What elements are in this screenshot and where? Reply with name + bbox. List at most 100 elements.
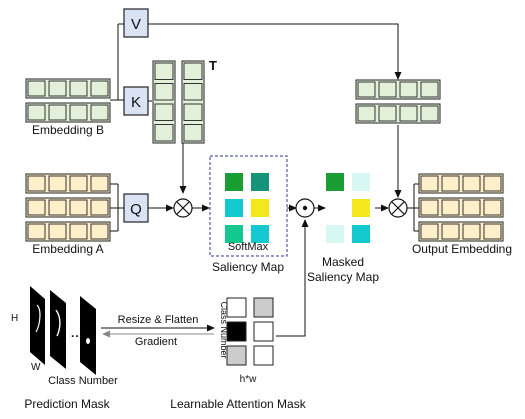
masked-saliency-map-grid	[326, 173, 370, 243]
saliency-cell	[225, 225, 243, 243]
transpose-label: T	[209, 58, 217, 73]
embedding-cell	[154, 83, 174, 101]
embedding-cell	[154, 62, 174, 80]
embedding-cell	[441, 199, 460, 216]
embedding-cell	[27, 80, 46, 97]
embedding-a-connectors	[110, 183, 124, 232]
embedding-a-row-2	[25, 197, 111, 218]
embedding-row-frame	[418, 221, 504, 242]
embedding-col-frame	[152, 60, 176, 144]
prediction-mask-label: Prediction Mask	[24, 397, 110, 411]
k-box: K	[123, 86, 149, 116]
v-box: V	[123, 8, 149, 38]
embedding-cell	[27, 199, 46, 216]
embedding-cell	[378, 105, 397, 122]
saliency-map-frame	[209, 155, 288, 257]
embedding-cell	[27, 175, 46, 192]
learnable-attention-mask-grid	[226, 297, 274, 366]
embedding-cell	[441, 175, 460, 192]
embedding-b-connectors	[110, 23, 124, 101]
saliency-cell	[251, 199, 269, 217]
k-transposed-col-1	[152, 60, 176, 144]
embedding-cell	[27, 223, 46, 240]
embedding-cell	[462, 175, 481, 192]
mult-to-output-connectors	[407, 183, 419, 232]
saliency-cell	[225, 199, 243, 217]
mask-to-dot-connector	[276, 219, 309, 337]
embedding-cell	[69, 104, 88, 121]
v-embedding-row-2	[355, 103, 441, 124]
embedding-cell	[378, 81, 397, 98]
v-label: V	[131, 16, 141, 33]
embedding-b-row-2	[25, 102, 111, 123]
embedding-cell	[48, 223, 67, 240]
embedding-a-label: Embedding A	[32, 242, 103, 256]
embedding-cell	[69, 223, 88, 240]
embedding-a-row-1	[25, 173, 111, 194]
embedding-cell	[183, 62, 203, 80]
embedding-cell	[69, 175, 88, 192]
ellipsis-dots: ...	[71, 326, 84, 340]
dot-product-operator	[295, 198, 315, 218]
embedding-row-frame	[418, 173, 504, 194]
k-transposed-col-2	[181, 60, 205, 144]
resize-flatten-label: Resize & Flatten	[118, 314, 199, 326]
softmax-label: SoftMax	[228, 241, 269, 253]
gradient-label: Gradient	[135, 336, 177, 348]
embedding-cell	[69, 80, 88, 97]
embedding-row-frame	[355, 79, 441, 100]
output-embedding-row-1	[418, 173, 504, 194]
prediction-mask-stack	[30, 286, 96, 375]
embedding-b-label: Embedding B	[32, 123, 104, 137]
attention-mask-cell	[253, 321, 274, 342]
q-box: Q	[123, 193, 149, 223]
attention-mask-cell	[226, 345, 247, 366]
saliency-cell	[251, 173, 269, 191]
embedding-cell	[90, 80, 109, 97]
output-embedding-label: Output Embedding	[412, 242, 512, 256]
embedding-col-frame	[181, 60, 205, 144]
embedding-cell	[441, 223, 460, 240]
masked-saliency-cell	[352, 199, 370, 217]
masked-saliency-cell	[352, 225, 370, 243]
saliency-cell	[251, 225, 269, 243]
embedding-cell	[483, 175, 502, 192]
embedding-cell	[357, 81, 376, 98]
hw-label: h*w	[240, 374, 257, 385]
embedding-cell	[420, 175, 439, 192]
embedding-row-frame	[25, 102, 111, 123]
class-number-label: Class Number	[48, 375, 118, 387]
saliency-map-grid	[225, 173, 269, 243]
embedding-cell	[483, 223, 502, 240]
embedding-cell	[90, 104, 109, 121]
output-embedding-row-2	[418, 197, 504, 218]
class-number-vertical-label: Class Number	[219, 301, 229, 358]
embedding-cell	[48, 104, 67, 121]
embedding-cell	[154, 103, 174, 121]
embedding-cell	[420, 81, 439, 98]
embedding-cell	[48, 80, 67, 97]
embedding-row-frame	[25, 78, 111, 99]
masked-saliency-label-line-2: Saliency Map	[307, 270, 379, 284]
w-label: W	[31, 362, 41, 373]
v-embedding-row-1	[355, 79, 441, 100]
embedding-cell	[154, 124, 174, 142]
attention-mask-cell	[226, 297, 247, 318]
masked-saliency-cell	[326, 173, 344, 191]
embedding-cell	[399, 81, 418, 98]
embedding-cell	[183, 103, 203, 121]
saliency-map-label: Saliency Map	[212, 260, 284, 274]
embedding-cell	[420, 105, 439, 122]
attention-mask-cell	[253, 345, 274, 366]
embedding-cell	[483, 199, 502, 216]
embedding-cell	[420, 223, 439, 240]
q-label: Q	[130, 201, 142, 218]
embedding-cell	[462, 223, 481, 240]
embedding-b	[25, 78, 111, 123]
embedding-cell	[183, 124, 203, 142]
embedding-cell	[48, 199, 67, 216]
embedding-cell	[90, 223, 109, 240]
embedding-cell	[27, 104, 46, 121]
embedding-cell	[420, 199, 439, 216]
